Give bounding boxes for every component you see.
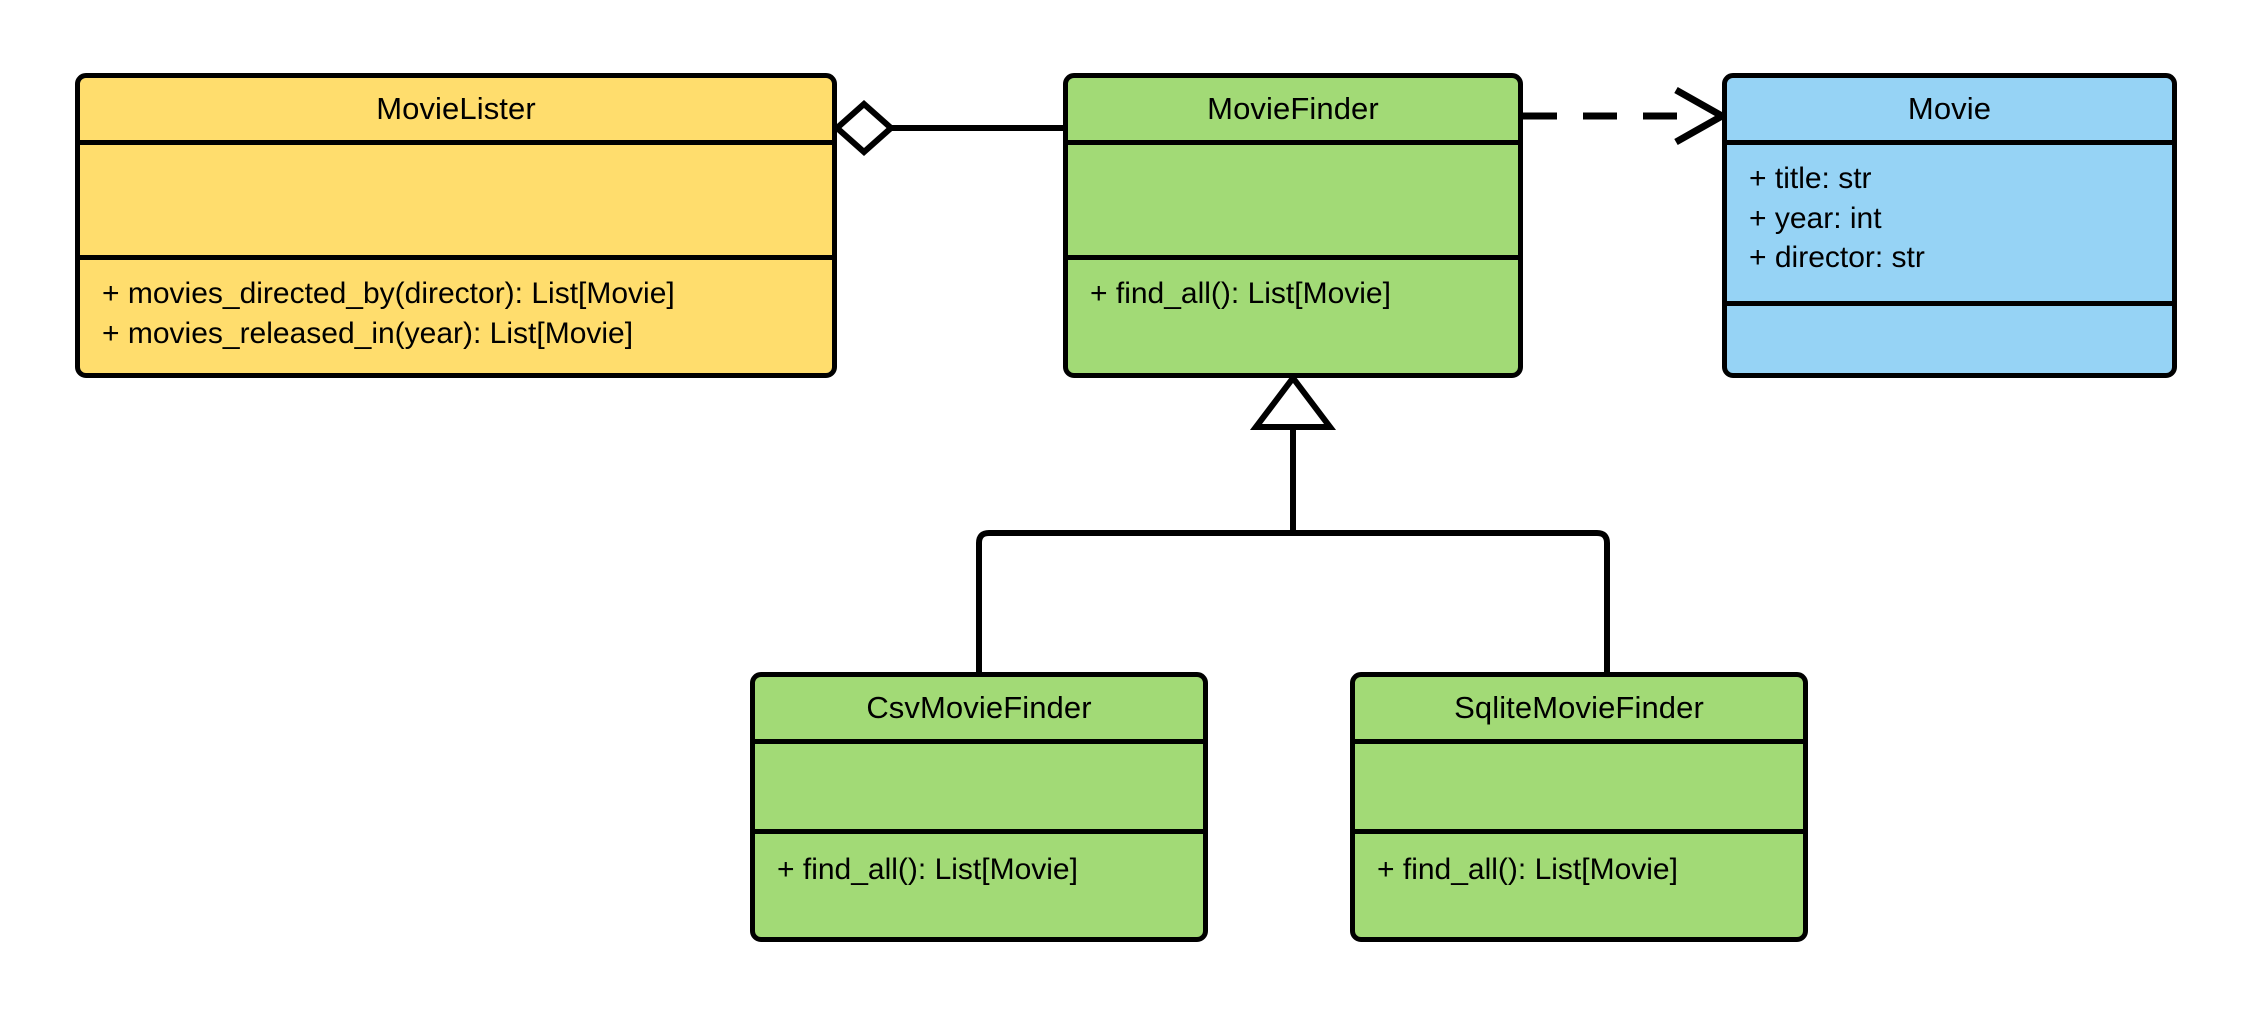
class-box-csvmoviefinder[interactable]: CsvMovieFinder + find_all(): List[Movie]: [750, 672, 1208, 942]
class-name-movie: Movie: [1907, 91, 1992, 126]
attributes-compartment-csvmoviefinder: [755, 739, 1203, 829]
methods-compartment-movie: [1727, 301, 2172, 373]
attributes-compartment-movie: + title: str + year: int + director: str: [1727, 140, 2172, 301]
method-item: + find_all(): List[Movie]: [1090, 277, 1391, 310]
class-box-movie[interactable]: Movie + title: str + year: int + directo…: [1722, 73, 2177, 378]
method-item: + find_all(): List[Movie]: [1377, 853, 1678, 886]
hollow-triangle-icon: [1249, 373, 1337, 430]
methods-compartment-csvmoviefinder: + find_all(): List[Movie]: [755, 829, 1203, 937]
hollow-diamond-icon: [832, 99, 896, 157]
method-item: + find_all(): List[Movie]: [777, 853, 1078, 886]
class-box-sqlitemoviefinder[interactable]: SqliteMovieFinder + find_all(): List[Mov…: [1350, 672, 1808, 942]
attribute-item: + title: str: [1749, 162, 1872, 195]
generalization-branch: [976, 373, 1610, 672]
methods-compartment-sqlitemoviefinder: + find_all(): List[Movie]: [1355, 829, 1803, 937]
class-name-movielister: MovieLister: [376, 91, 536, 126]
generalization-branch-path: [976, 530, 1610, 672]
class-name-moviefinder: MovieFinder: [1207, 91, 1379, 126]
dependency-moviefinder-movie: [1523, 86, 1730, 146]
attribute-item: + director: str: [1749, 241, 1925, 275]
class-name-sqlitemoviefinder: SqliteMovieFinder: [1454, 690, 1704, 725]
class-box-movielister[interactable]: MovieLister + movies_directed_by(directo…: [75, 73, 837, 378]
class-name-csvmoviefinder: CsvMovieFinder: [866, 690, 1092, 725]
open-arrow-icon: [1674, 86, 1730, 146]
methods-compartment-movielister: + movies_directed_by(director): List[Mov…: [80, 255, 832, 373]
attributes-compartment-moviefinder: [1068, 140, 1518, 255]
methods-compartment-moviefinder: + find_all(): List[Movie]: [1068, 255, 1518, 373]
attributes-compartment-movielister: [80, 140, 832, 255]
attribute-item: + year: int: [1749, 201, 1882, 235]
method-item: + movies_released_in(year): List[Movie]: [102, 316, 634, 350]
class-box-moviefinder[interactable]: MovieFinder + find_all(): List[Movie]: [1063, 73, 1523, 378]
attributes-compartment-sqlitemoviefinder: [1355, 739, 1803, 829]
aggregation-movielister-moviefinder: [832, 99, 1063, 157]
method-item: + movies_directed_by(director): List[Mov…: [102, 277, 675, 310]
